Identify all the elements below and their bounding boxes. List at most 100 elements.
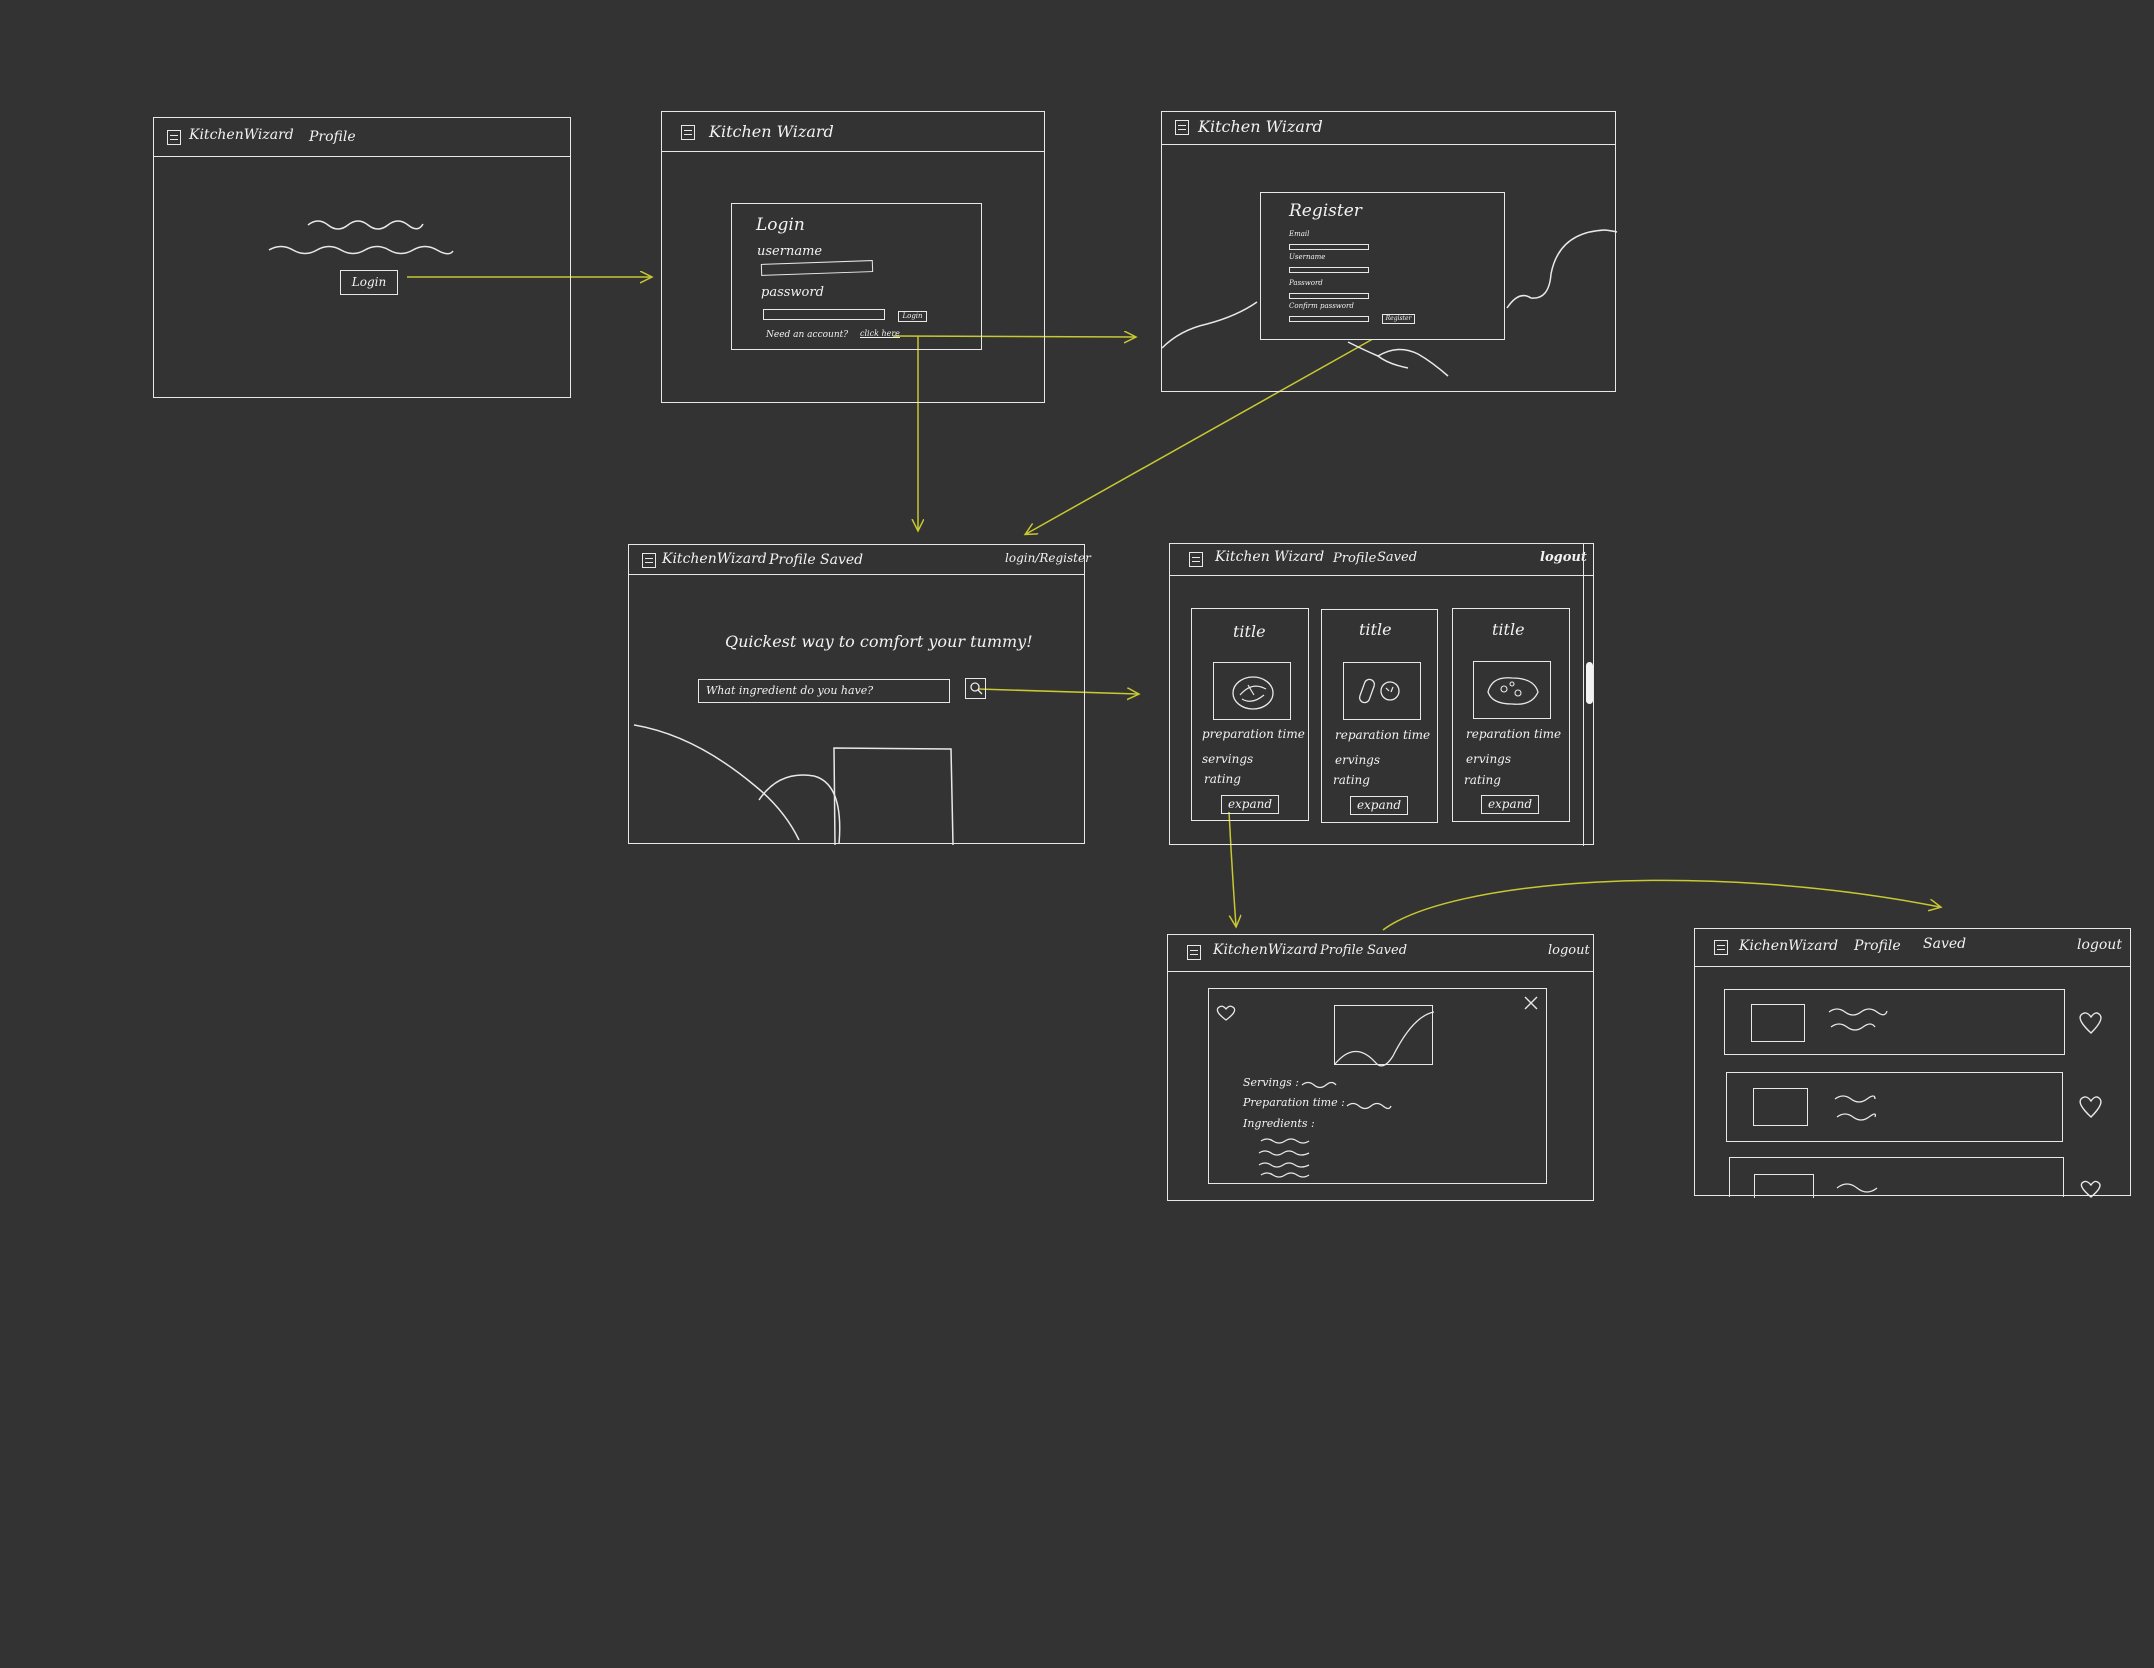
brand-logo[interactable]: Kitchen Wizard: [709, 122, 834, 141]
saved-item[interactable]: [1729, 1157, 2064, 1198]
login-button[interactable]: Login: [340, 270, 398, 295]
background-hills-sketch: [633, 724, 954, 846]
saved-item-text-squiggles: [1834, 1095, 1877, 1121]
recipe-detail-modal: Servings : Preparation time : Ingredient…: [1208, 988, 1547, 1184]
recipe-image: [1213, 662, 1291, 720]
heart-icon: [2079, 1012, 2102, 1034]
saved-item[interactable]: [1726, 1072, 2063, 1142]
logout-link[interactable]: logout: [2077, 937, 2122, 953]
recipe-card: title reparation time ervings rating exp…: [1452, 608, 1570, 822]
register-dialog: Register Email Username Password Confirm…: [1260, 192, 1505, 340]
background-hills-sketch: [1161, 229, 1618, 377]
screen-register: Kitchen Wizard Register Email Username P…: [1161, 111, 1618, 392]
recipe-detail-image: [1334, 1005, 1435, 1067]
email-input[interactable]: [1289, 244, 1369, 250]
heart-icon: [1216, 1005, 1236, 1021]
saved-item-text-squiggles: [1836, 1183, 1878, 1193]
scrollbar[interactable]: [1583, 544, 1584, 846]
card-rating: rating: [1333, 773, 1370, 787]
nav-saved[interactable]: Saved: [1367, 943, 1408, 958]
heart-icons: [2079, 1012, 2102, 1198]
recipe-card: title reparation time ervings rating exp…: [1321, 609, 1438, 823]
screen-login: Kitchen Wizard Login username password L…: [661, 111, 1045, 403]
saved-item-thumbnail: [1751, 1004, 1805, 1042]
username-input[interactable]: [760, 260, 874, 276]
close-icon: [1524, 996, 1538, 1010]
brand-logo[interactable]: KitchenWizard: [1213, 942, 1318, 958]
saved-item[interactable]: [1724, 989, 2065, 1055]
brand-logo[interactable]: KichenWizard: [1739, 938, 1839, 954]
recipe-card: title preparation time servings rating e…: [1191, 608, 1309, 821]
nav-saved[interactable]: Saved: [1377, 550, 1418, 565]
menu-icon[interactable]: [167, 130, 181, 145]
arrow-login-to-register: [892, 336, 1135, 337]
recipe-image-icon: [1334, 1011, 1435, 1067]
card-prep-time: reparation time: [1466, 727, 1562, 741]
register-button[interactable]: Register: [1382, 314, 1415, 324]
card-servings: ervings: [1466, 752, 1512, 766]
recipe-image-icon: [1487, 677, 1539, 705]
ingredient-search-input[interactable]: What ingredient do you have?: [698, 679, 950, 703]
password-input[interactable]: [1289, 293, 1369, 299]
arrow-expand-to-detail: [1228, 811, 1236, 926]
nav-saved[interactable]: Saved: [1923, 936, 1967, 952]
recipe-image: [1343, 662, 1421, 720]
arrow-search-to-results: [977, 689, 1138, 694]
logout-link[interactable]: logout: [1540, 550, 1587, 565]
login-register-link[interactable]: login/Register: [1005, 551, 1091, 565]
expand-button[interactable]: expand: [1481, 795, 1539, 814]
card-servings: servings: [1202, 752, 1254, 766]
scrollbar-thumb[interactable]: [1586, 662, 1593, 704]
search-button[interactable]: [965, 678, 986, 699]
card-title: title: [1233, 622, 1266, 641]
expand-button[interactable]: expand: [1221, 795, 1279, 814]
nav-profile[interactable]: Profile: [1320, 943, 1364, 958]
nav-profile[interactable]: Profile: [1854, 938, 1901, 954]
saved-item-thumbnail: [1754, 1174, 1814, 1198]
ingredients-label: Ingredients :: [1243, 1117, 1315, 1130]
menu-icon[interactable]: [1175, 120, 1189, 135]
expand-button[interactable]: expand: [1350, 796, 1408, 815]
modal-icons: [1216, 996, 1538, 1178]
menu-icon[interactable]: [1189, 552, 1203, 567]
brand-logo[interactable]: Kitchen Wizard: [1215, 549, 1325, 565]
search-placeholder: What ingredient do you have?: [706, 684, 874, 697]
servings-label: Servings :: [1243, 1076, 1300, 1089]
brand-logo[interactable]: KitchenWizard: [662, 551, 767, 567]
menu-icon[interactable]: [681, 125, 695, 140]
nav-profile[interactable]: Profile: [769, 552, 816, 568]
menu-icon[interactable]: [1187, 945, 1201, 960]
nav-profile[interactable]: Profile: [1333, 551, 1377, 566]
logout-link[interactable]: logout: [1548, 943, 1590, 958]
menu-icon[interactable]: [642, 553, 656, 568]
password-label: Password: [1289, 279, 1323, 287]
prep-time-label: Preparation time :: [1243, 1096, 1345, 1109]
login-heading: Login: [756, 215, 805, 235]
nav-profile[interactable]: Profile: [309, 129, 356, 145]
heart-icon: [2079, 1096, 2102, 1118]
squiggle-servings-value: [1301, 1081, 1337, 1089]
recipe-image-icon: [1358, 678, 1400, 704]
login-dialog: Login username password Login Need an ac…: [731, 203, 982, 350]
username-input[interactable]: [1289, 267, 1369, 273]
recipe-image: [1473, 661, 1551, 719]
arrow-register-to-home: [1026, 330, 1388, 534]
nav-saved[interactable]: Saved: [820, 552, 864, 568]
squiggle-prep-value: [1346, 1102, 1392, 1110]
username-label: username: [757, 244, 823, 259]
password-label: password: [761, 285, 824, 300]
card-servings: ervings: [1335, 753, 1381, 767]
brand-logo[interactable]: Kitchen Wizard: [1198, 117, 1323, 136]
confirm-password-input[interactable]: [1289, 316, 1369, 322]
heart-icon: [2080, 1180, 2101, 1198]
menu-icon[interactable]: [1714, 940, 1728, 955]
screen-results: Kitchen Wizard Profile Saved logout titl…: [1169, 543, 1594, 846]
arrow-detail-to-saved: [1382, 879, 1940, 931]
click-here-link[interactable]: click here: [860, 329, 900, 338]
need-account-text: Need an account?: [766, 330, 849, 340]
password-input[interactable]: [763, 309, 885, 320]
tagline: Quickest way to comfort your tummy!: [725, 632, 1033, 651]
brand-logo[interactable]: KitchenWizard: [189, 127, 294, 143]
login-submit-button[interactable]: Login: [898, 311, 927, 322]
